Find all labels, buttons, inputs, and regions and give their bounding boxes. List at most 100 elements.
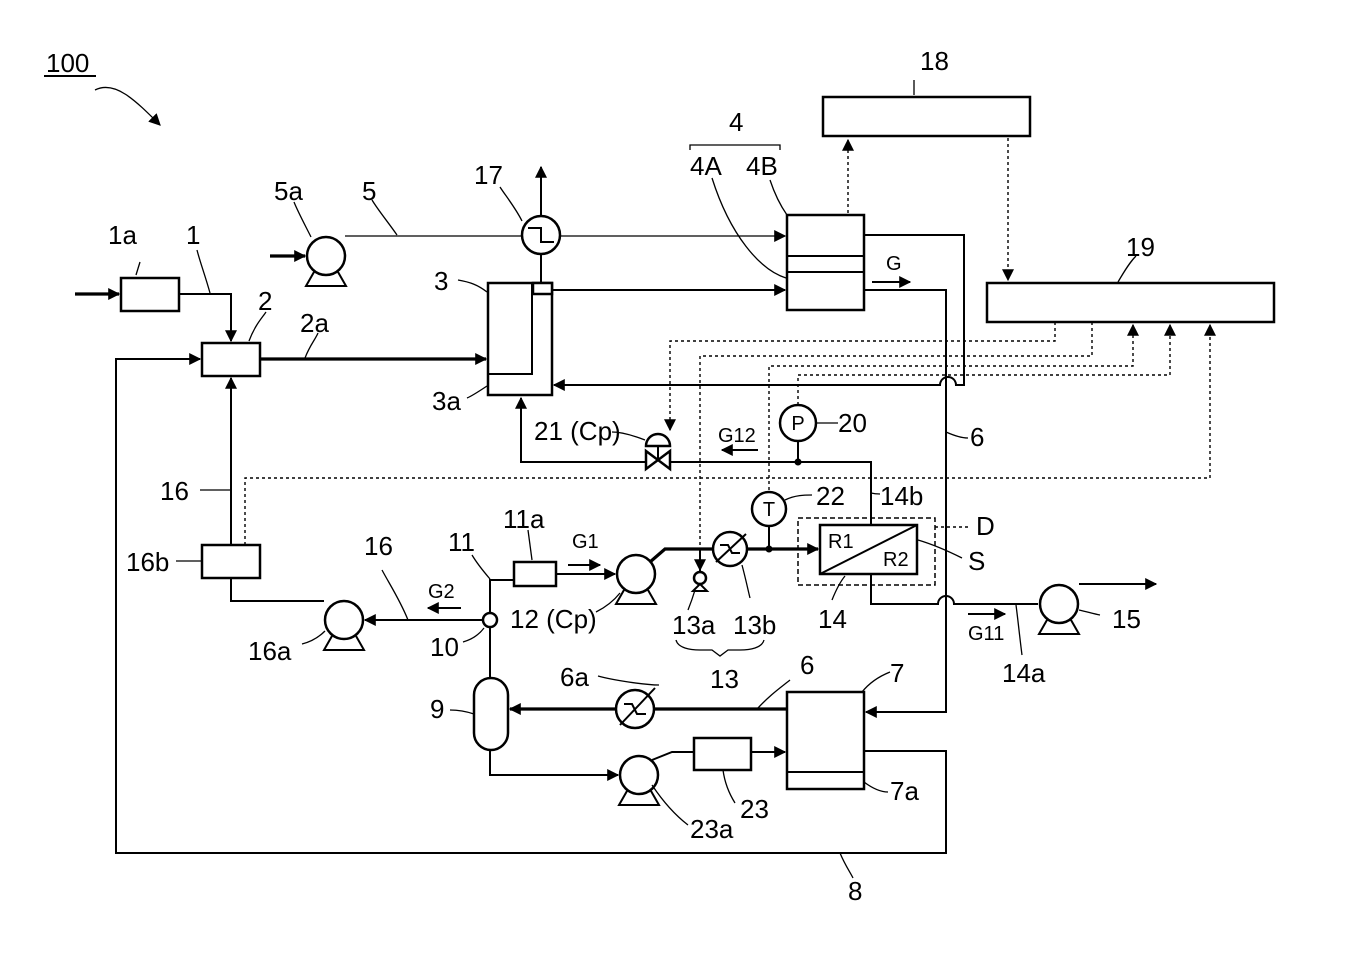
unit-23 bbox=[694, 738, 751, 770]
label-20: 20 bbox=[838, 408, 867, 438]
label-9: 9 bbox=[430, 694, 444, 724]
leader-10 bbox=[463, 628, 484, 642]
line-12-13b bbox=[650, 549, 713, 562]
junction-10 bbox=[483, 613, 497, 627]
signal-20-19 bbox=[798, 325, 1170, 405]
leader-14b bbox=[871, 493, 880, 494]
label-23: 23 bbox=[740, 794, 769, 824]
figure-pointer-arrow bbox=[95, 87, 160, 125]
bracket-4 bbox=[690, 145, 780, 150]
leader-14 bbox=[832, 576, 845, 600]
leader-23 bbox=[723, 770, 735, 803]
label-2: 2 bbox=[258, 286, 272, 316]
leader-16-right bbox=[382, 570, 408, 620]
reactor-3 bbox=[488, 283, 552, 395]
flow-label-G11: G11 bbox=[968, 623, 1004, 645]
label-16-left: 16 bbox=[160, 476, 189, 506]
label-14a: 14a bbox=[1002, 658, 1046, 688]
label-13b: 13b bbox=[733, 610, 776, 640]
label-13: 13 bbox=[710, 664, 739, 694]
mixer-2 bbox=[202, 343, 260, 376]
heat-exchanger-17 bbox=[522, 216, 560, 254]
membrane-R1: R1 bbox=[828, 531, 854, 553]
label-16-right: 16 bbox=[364, 531, 393, 561]
thermometer-letter: T bbox=[763, 499, 775, 521]
label-6-top: 6 bbox=[970, 422, 984, 452]
unit-4 bbox=[787, 215, 864, 310]
label-5a: 5a bbox=[274, 176, 303, 206]
leader-4B bbox=[770, 180, 787, 215]
label-14: 14 bbox=[818, 604, 847, 634]
label-11a: 11a bbox=[503, 504, 545, 534]
label-21: 21 (Cp) bbox=[534, 416, 621, 446]
pump-12 bbox=[616, 555, 656, 604]
pump-23a bbox=[619, 756, 659, 805]
line-16-lower bbox=[231, 578, 324, 601]
label-S: S bbox=[968, 546, 985, 576]
line-9-23a bbox=[490, 750, 618, 775]
separator-9 bbox=[474, 678, 508, 750]
leader-3 bbox=[458, 280, 487, 292]
control-valve-21 bbox=[646, 434, 670, 469]
label-14b: 14b bbox=[880, 481, 923, 511]
label-16b: 16b bbox=[126, 547, 169, 577]
label-6a: 6a bbox=[560, 662, 589, 692]
leader-7a bbox=[864, 782, 888, 792]
leader-8 bbox=[840, 853, 853, 878]
leader-13b bbox=[742, 565, 750, 598]
label-18: 18 bbox=[920, 46, 949, 76]
bracket-13 bbox=[676, 640, 764, 656]
leader-2 bbox=[249, 312, 266, 341]
tap-dot-20 bbox=[795, 459, 802, 466]
signal-22-19 bbox=[769, 325, 1133, 490]
label-8: 8 bbox=[848, 876, 862, 906]
label-19: 19 bbox=[1126, 232, 1155, 262]
line-4-to-3 bbox=[554, 235, 964, 385]
pump-15 bbox=[1039, 585, 1079, 634]
figure-label: 100 bbox=[46, 48, 89, 78]
pressure-gauge-letter: P bbox=[791, 413, 804, 435]
label-7: 7 bbox=[890, 658, 904, 688]
leader-11 bbox=[472, 555, 490, 579]
label-11: 11 bbox=[448, 527, 475, 557]
label-2a: 2a bbox=[300, 308, 329, 338]
line-1 bbox=[179, 294, 231, 341]
pump-5a bbox=[306, 237, 346, 286]
unit-16b bbox=[202, 545, 260, 578]
label-6-bottom: 6 bbox=[800, 650, 814, 680]
leader-17 bbox=[500, 187, 522, 221]
unit-11a bbox=[514, 562, 556, 586]
leader-6a bbox=[598, 676, 659, 685]
pump-16a bbox=[324, 601, 364, 650]
label-4: 4 bbox=[729, 107, 743, 137]
label-3: 3 bbox=[434, 266, 448, 296]
leader-6-top bbox=[946, 432, 968, 438]
label-4B: 4B bbox=[746, 151, 778, 181]
unit-1a bbox=[121, 278, 179, 311]
leader-1 bbox=[197, 250, 210, 293]
label-17: 17 bbox=[474, 160, 503, 190]
flow-label-G: G bbox=[886, 253, 902, 275]
leader-9 bbox=[450, 710, 474, 714]
label-1a: 1a bbox=[108, 220, 137, 250]
leader-7 bbox=[862, 672, 890, 692]
leader-14a bbox=[1016, 605, 1022, 655]
controller-19 bbox=[987, 283, 1274, 322]
leader-3a bbox=[467, 386, 487, 398]
leader-16a bbox=[302, 631, 325, 644]
leader-6-bottom bbox=[758, 680, 790, 708]
label-15: 15 bbox=[1112, 604, 1141, 634]
leader-11a bbox=[528, 530, 532, 560]
leader-1a bbox=[136, 262, 140, 275]
label-D: D bbox=[976, 511, 995, 541]
membrane-R2: R2 bbox=[883, 549, 909, 571]
label-5: 5 bbox=[362, 176, 376, 206]
line-23a-23 bbox=[652, 752, 694, 760]
leader-S bbox=[918, 540, 962, 558]
leader-22 bbox=[785, 495, 812, 500]
label-10: 10 bbox=[430, 632, 459, 662]
leader-13a bbox=[688, 590, 695, 610]
label-22: 22 bbox=[816, 481, 845, 511]
line-14a bbox=[871, 574, 1038, 604]
heat-exchanger-6a bbox=[616, 688, 655, 728]
